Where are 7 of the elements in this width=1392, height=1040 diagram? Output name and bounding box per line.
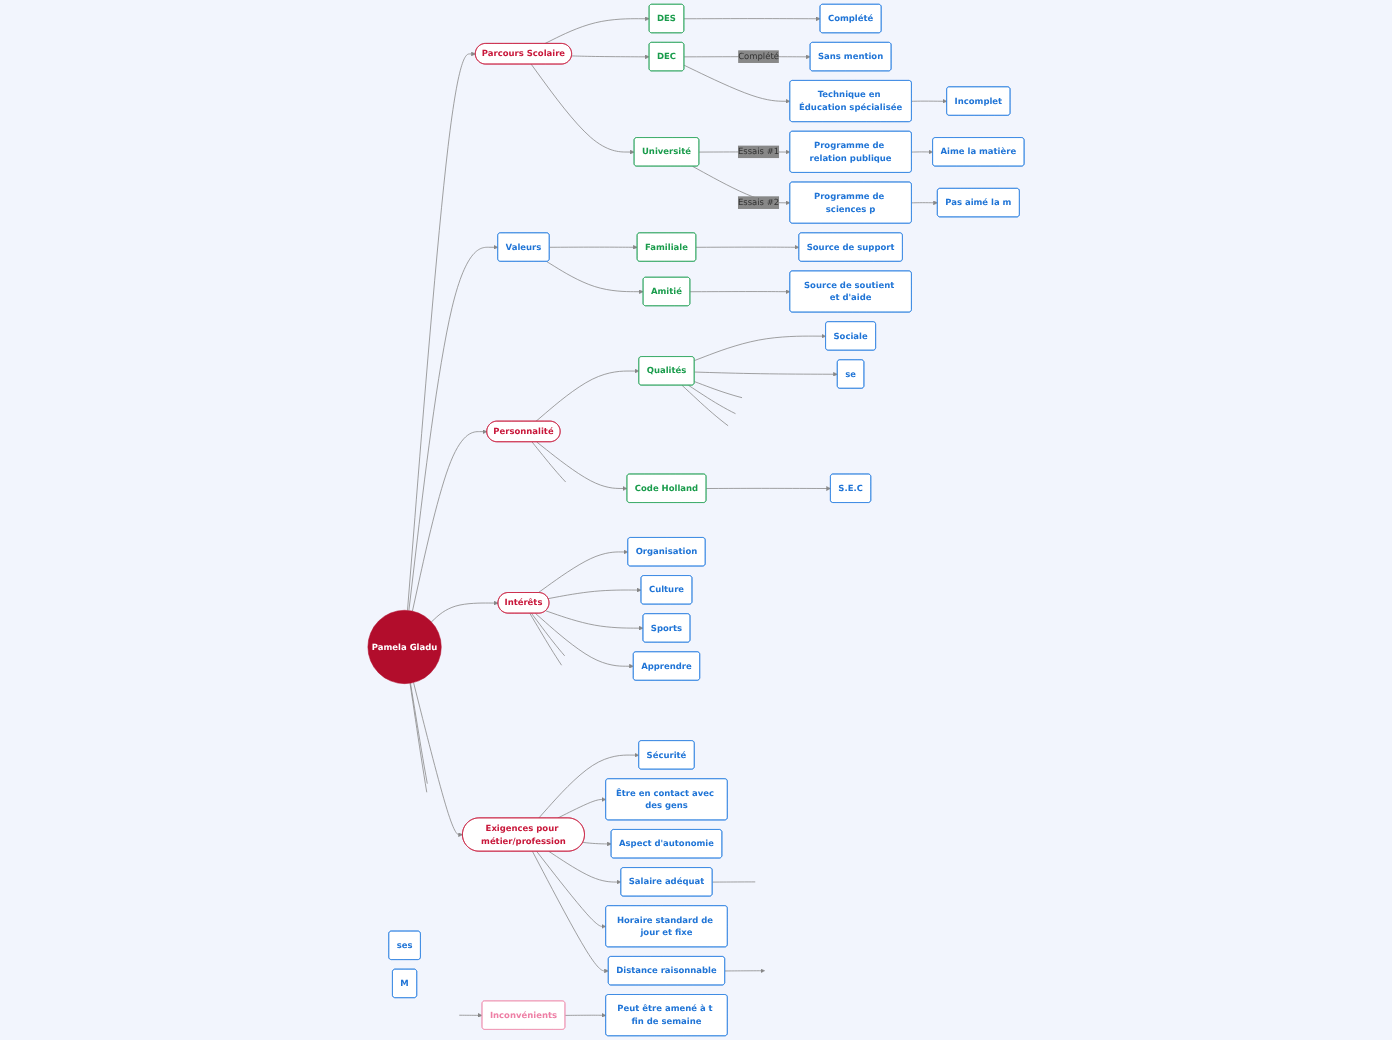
connector-line <box>529 613 562 666</box>
connector-line <box>531 441 567 483</box>
connector-line <box>694 381 743 399</box>
connector-line <box>681 384 729 427</box>
connector-line <box>531 613 566 657</box>
connector-line <box>688 384 736 415</box>
connector-line <box>712 881 756 883</box>
